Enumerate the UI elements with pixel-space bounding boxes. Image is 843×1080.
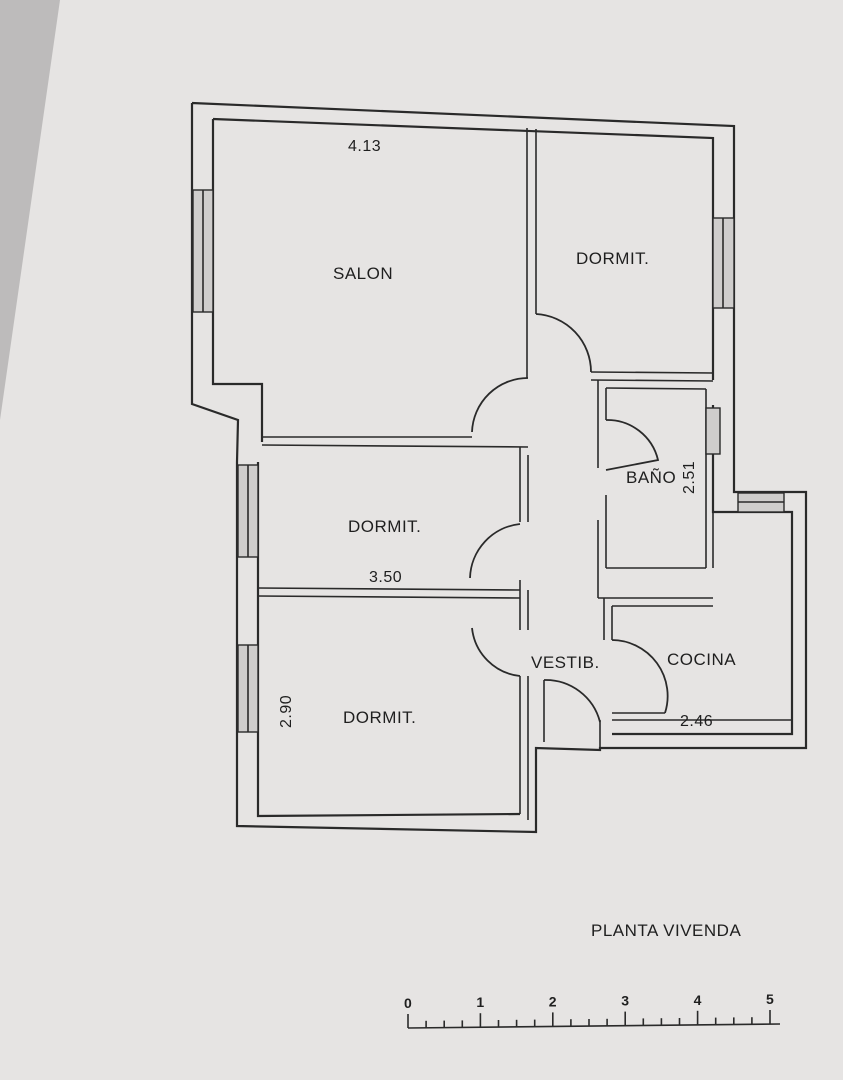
dim-cocina-width: 2.46 (680, 713, 713, 730)
label-dormit-mid: DORMIT. (348, 517, 421, 536)
scale-tick-label: 2 (549, 993, 557, 1009)
scale-tick-label: 1 (476, 994, 484, 1010)
label-salon: SALON (333, 264, 393, 283)
scale-tick-label: 5 (766, 991, 774, 1007)
dim-dormit-bottom-depth: 2.90 (278, 695, 295, 728)
door-entrance (543, 679, 601, 723)
scale-tick-label: 0 (404, 995, 412, 1011)
door-bano (605, 419, 660, 471)
label-vestib: VESTIB. (531, 653, 600, 672)
door-dormit-bottom (471, 627, 521, 677)
door-dormit-top (535, 313, 592, 373)
dimension-labels: 4.13 3.50 2.46 2.90 2.51 (278, 138, 713, 730)
dim-dormit-mid-width: 3.50 (369, 569, 402, 586)
door-swings (469, 313, 669, 723)
label-cocina: COCINA (667, 650, 736, 669)
scale-tick-label: 3 (621, 993, 629, 1009)
windows (192, 189, 785, 733)
paper-shadow (0, 0, 60, 420)
door-salon (471, 377, 529, 433)
room-labels: SALON DORMIT. DORMIT. DORMIT. BAÑO COCIN… (333, 249, 736, 727)
window-bano (705, 407, 721, 455)
label-dormit-bottom: DORMIT. (343, 708, 416, 727)
plan-title: PLANTA VIVENDA (591, 921, 741, 940)
label-dormit-top: DORMIT. (576, 249, 649, 268)
dim-salon-width: 4.13 (348, 138, 381, 155)
door-dormit-mid (469, 523, 521, 579)
dim-bano-depth: 2.51 (681, 461, 698, 494)
door-cocina (611, 639, 669, 714)
scale-tick-label: 4 (694, 992, 702, 1008)
scale-bar: 0 1 2 3 4 5 (404, 991, 781, 1029)
label-bano: BAÑO (626, 468, 676, 487)
interior-walls (257, 128, 792, 820)
